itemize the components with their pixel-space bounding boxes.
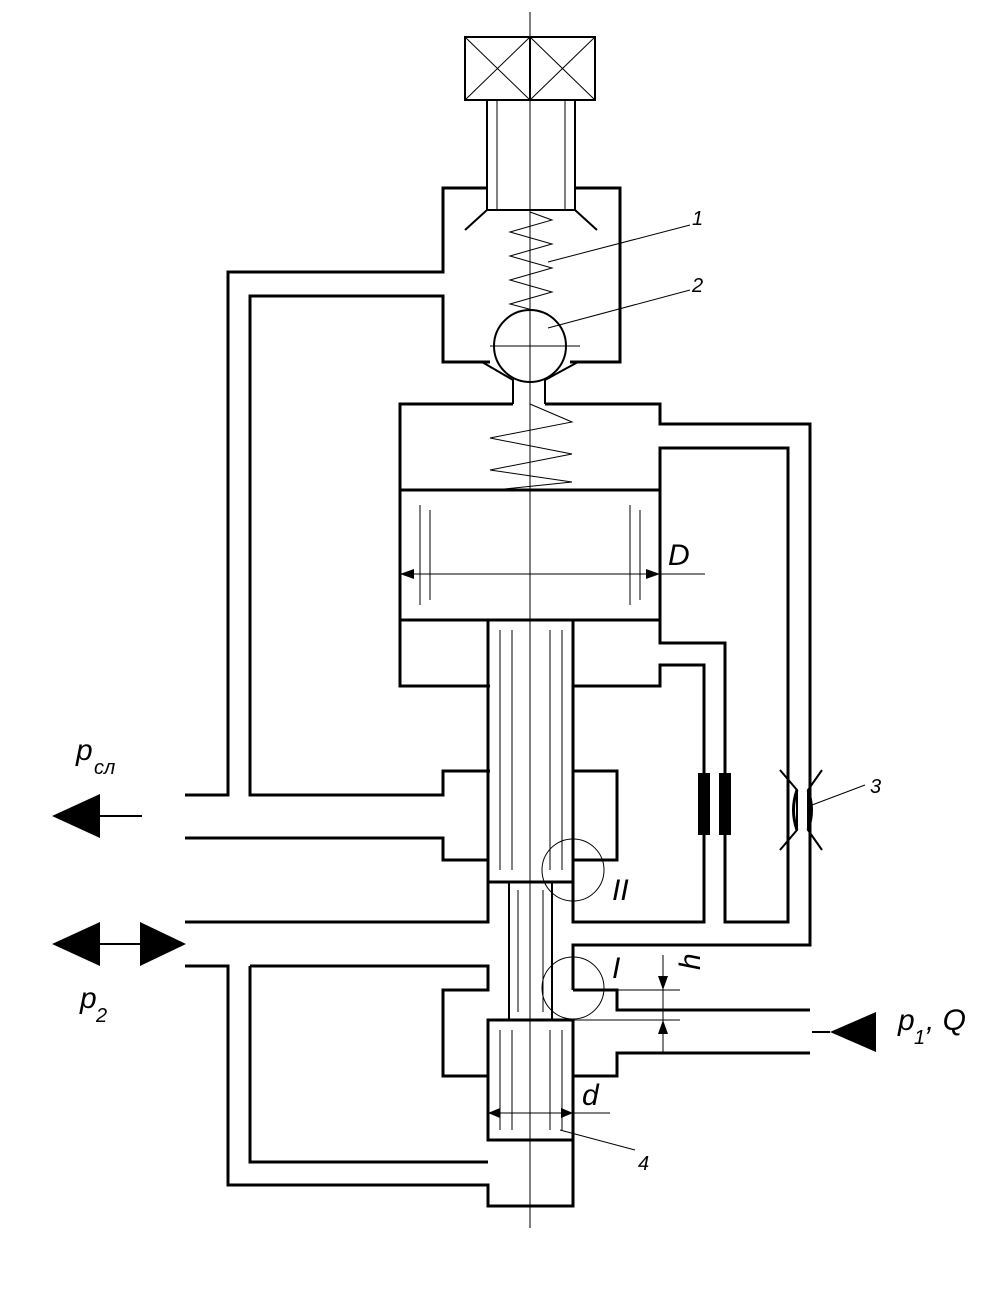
svg-text:p: p bbox=[897, 1004, 915, 1037]
label-detail-1: I bbox=[612, 952, 620, 985]
label-throttle: 3 bbox=[870, 776, 881, 798]
pilot-chamber-lower bbox=[248, 294, 490, 797]
label-diameter-small: d bbox=[582, 1079, 600, 1112]
damper bbox=[698, 773, 731, 835]
pilot-chamber-wall bbox=[185, 186, 487, 797]
outlet-arrow bbox=[52, 922, 186, 966]
leader-3 bbox=[811, 784, 866, 806]
label-spring: 1 bbox=[692, 208, 703, 230]
throttle-3 bbox=[779, 769, 823, 851]
label-outlet-pressure: p 2 bbox=[79, 982, 107, 1027]
pilot-chamber-inner bbox=[570, 186, 622, 364]
svg-text:p: p bbox=[79, 982, 97, 1015]
svg-text:, Q: , Q bbox=[926, 1004, 966, 1037]
svg-text:p: p bbox=[75, 734, 93, 767]
svg-text:1: 1 bbox=[914, 1027, 925, 1049]
pilot-spring bbox=[508, 211, 554, 315]
detail-circle-2 bbox=[541, 838, 605, 902]
drain-arrow bbox=[52, 794, 142, 838]
svg-text:сл: сл bbox=[94, 757, 115, 779]
adjusting-screw-head bbox=[464, 36, 596, 101]
label-gap: h bbox=[674, 953, 707, 970]
label-drain-pressure: p сл bbox=[75, 734, 115, 779]
svg-text:2: 2 bbox=[95, 1005, 107, 1027]
main-chamber-wall bbox=[398, 402, 513, 688]
adjusting-screw-stem bbox=[464, 100, 598, 231]
leader-2 bbox=[547, 289, 691, 329]
dim-h bbox=[573, 955, 680, 1053]
label-plunger: 4 bbox=[638, 1153, 649, 1175]
inlet-arrow bbox=[812, 1012, 876, 1052]
label-diameter-large: D bbox=[668, 539, 690, 572]
leader-4 bbox=[559, 1129, 636, 1151]
label-detail-2: II bbox=[612, 874, 629, 907]
label-ball: 2 bbox=[691, 275, 703, 297]
label-inlet-pressure: p 1 , Q bbox=[897, 1004, 966, 1049]
detail-circle-1 bbox=[541, 956, 605, 1020]
leader-1 bbox=[547, 224, 691, 263]
main-spring bbox=[489, 403, 574, 491]
